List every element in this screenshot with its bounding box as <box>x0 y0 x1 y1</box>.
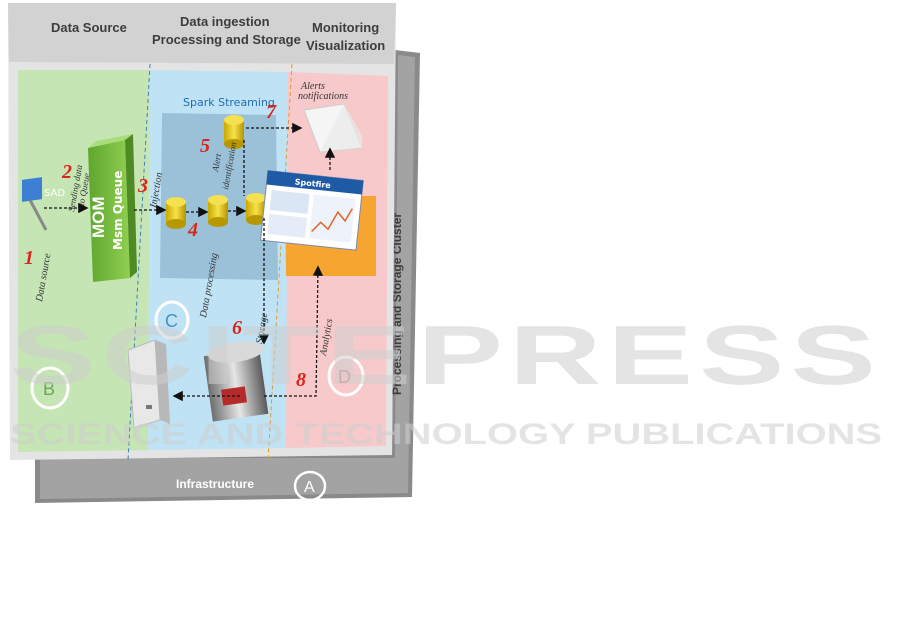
step-numbers: 1 2 3 4 5 6 7 8 <box>24 101 306 391</box>
zone-c-label: C <box>165 311 178 331</box>
label-alert-1: Alert <box>210 152 223 173</box>
zone-markers: B C D <box>30 300 365 410</box>
watermark-main: SCITEPRESS <box>10 308 882 402</box>
arrow-storage-to-analytics <box>264 265 324 397</box>
alerts-label-line2: notifications <box>298 91 348 102</box>
header-monitoring-line1: Monitoring <box>312 20 379 35</box>
step-5: 5 <box>200 135 210 157</box>
cylinder-processing-2 <box>208 195 228 227</box>
spotfire-window: Spotfire <box>259 169 364 251</box>
watermark: SCITEPRESS SCIENCE AND TECHNOLOGY PUBLIC… <box>10 308 882 451</box>
header-monitoring-line2: Visualization <box>306 38 385 53</box>
zone-c-circle <box>154 300 190 340</box>
zone-a-label: A <box>304 479 315 496</box>
header-ingestion-line2: Processing and Storage <box>152 32 301 47</box>
infrastructure-label: Infrastructure <box>176 477 254 491</box>
sad-label: SAD <box>44 188 65 199</box>
zone-a-circle <box>293 470 327 502</box>
msm-queue-label: Msm Queue <box>111 171 125 250</box>
zone-d-label: D <box>338 367 351 387</box>
step-2: 2 <box>61 161 72 183</box>
step-4: 4 <box>187 219 198 241</box>
zone-b-label: B <box>43 379 55 399</box>
mom-label: MOM <box>89 196 108 238</box>
cylinder-processing-3 <box>246 193 266 225</box>
flow-arrows <box>44 122 336 402</box>
header-band <box>8 3 396 64</box>
divider-right <box>267 63 293 461</box>
spotfire-label: Spotfire <box>294 177 331 190</box>
header-data-source: Data Source <box>51 20 127 35</box>
mom-queue: MOM Msm Queue <box>88 134 137 282</box>
watermark-sub: SCIENCE AND TECHNOLOGY PUBLICATIONS <box>10 418 882 451</box>
step-7: 7 <box>266 101 277 123</box>
zone-b-circle <box>30 366 70 410</box>
zone-d-circle <box>327 355 365 397</box>
sad-device: SAD <box>22 177 65 231</box>
server-tower-icon <box>127 339 170 429</box>
step-3: 3 <box>137 175 148 197</box>
alerts-label-line1: Alerts <box>300 81 325 92</box>
solar-panel-icon <box>22 177 42 202</box>
label-storage: Storage <box>254 311 270 344</box>
step-1: 1 <box>24 247 34 269</box>
alert-notification-screen <box>303 103 363 153</box>
step-6: 6 <box>232 317 242 339</box>
step-8: 8 <box>296 369 306 391</box>
spark-worker-cylinders <box>166 115 266 229</box>
header-ingestion-line1: Data ingestion <box>180 14 270 29</box>
spark-streaming-label: Spark Streaming <box>183 96 275 109</box>
cylinder-processing-1 <box>166 197 186 229</box>
cylinder-alert <box>224 115 244 149</box>
